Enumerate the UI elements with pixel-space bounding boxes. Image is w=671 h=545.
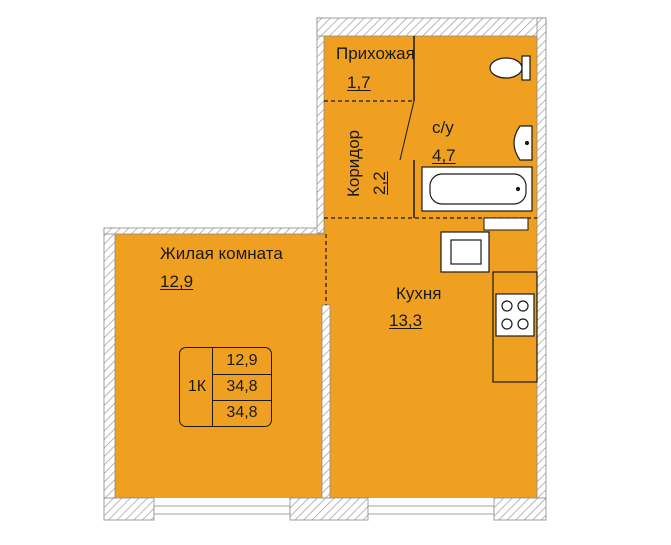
apartment-type: 1К bbox=[187, 378, 207, 395]
room-area-living-room: 12,9 bbox=[160, 272, 194, 291]
room-name-living-room: Жилая комната bbox=[160, 244, 283, 263]
summary-living-area: 12,9 bbox=[213, 348, 271, 375]
wall-bottom-left bbox=[103, 497, 155, 521]
room-name-hallway: Прихожая bbox=[336, 44, 415, 63]
apartment-summary: 1К 12,9 34,8 34,8 bbox=[179, 347, 272, 427]
sink-icon bbox=[513, 125, 533, 161]
wall-partition-living-kitchen bbox=[321, 304, 331, 499]
wall-top bbox=[316, 17, 547, 37]
wall-left bbox=[103, 227, 116, 499]
door-bathroom bbox=[399, 100, 415, 161]
room-area-kitchen: 13,3 bbox=[389, 311, 423, 330]
room-name-bathroom: с/у bbox=[432, 118, 454, 137]
stove-icon bbox=[495, 293, 535, 337]
room-name-corridor: Коридор bbox=[344, 129, 363, 197]
washing-machine-icon bbox=[440, 231, 490, 273]
summary-total-area: 34,8 bbox=[213, 374, 271, 401]
summary-total-area-2: 34,8 bbox=[226, 404, 258, 421]
room-name-kitchen: Кухня bbox=[396, 284, 442, 303]
room-area-corridor: 2,2 bbox=[370, 171, 389, 195]
wall-top-living bbox=[103, 227, 325, 235]
wall-entrance-left bbox=[316, 17, 325, 234]
room-area-hallway: 1,7 bbox=[347, 73, 371, 92]
utility-strip bbox=[483, 217, 529, 231]
toilet-icon bbox=[489, 55, 531, 81]
apartment-floor bbox=[115, 36, 537, 498]
wall-bottom-right bbox=[493, 497, 547, 521]
wall-right bbox=[536, 17, 547, 499]
window-kitchen bbox=[367, 505, 495, 515]
window-living bbox=[153, 505, 291, 515]
summary-divider bbox=[212, 348, 213, 426]
bathtub-icon bbox=[421, 166, 533, 212]
room-area-bathroom: 4,7 bbox=[432, 146, 456, 165]
wall-bottom-middle bbox=[289, 497, 369, 521]
